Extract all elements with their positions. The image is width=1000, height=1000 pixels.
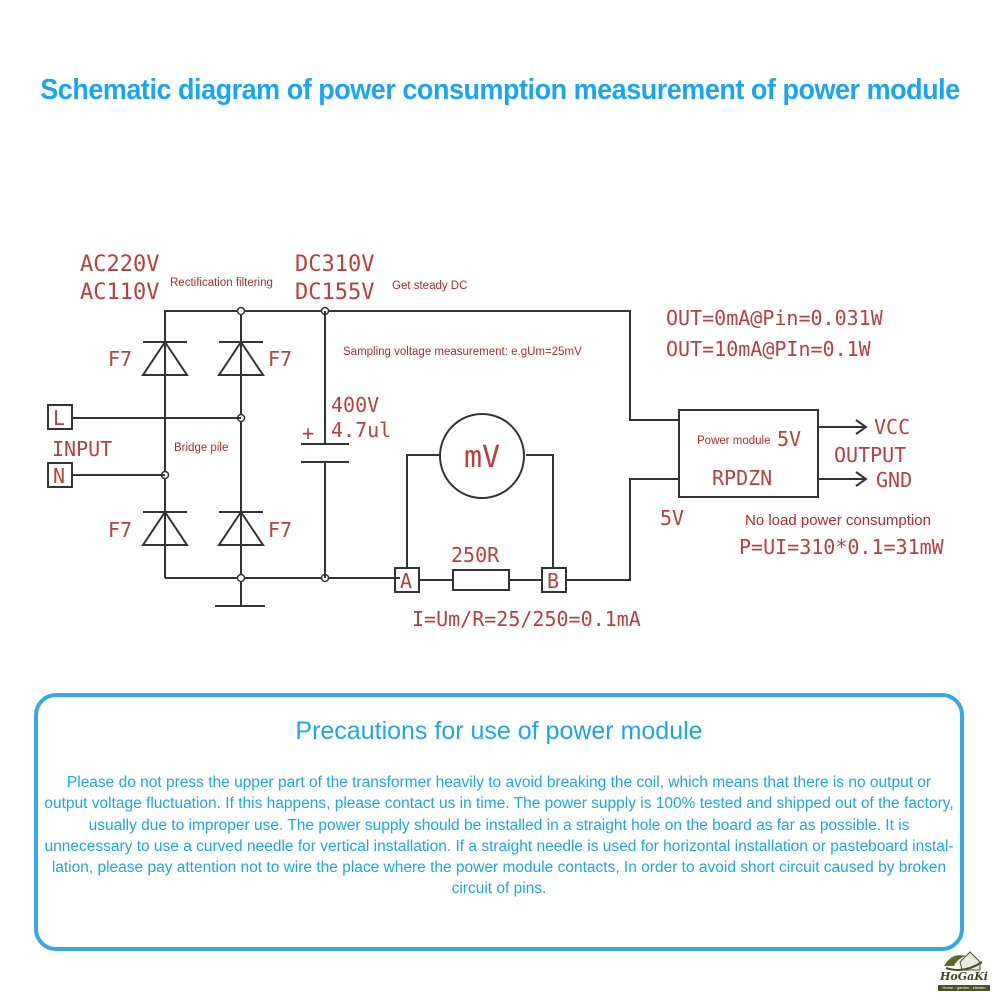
no-load-note: No load power consumption: [745, 512, 931, 529]
dc310v-label: DC310V: [295, 252, 374, 277]
precautions-body: Please do not press the upper part of th…: [44, 774, 954, 898]
capacitor-capacitance: 4.7ul: [331, 418, 391, 442]
bridge-rectifier: F7 F7 F7 F7 Bridge pile: [108, 306, 680, 607]
diode-label: F7: [268, 518, 292, 542]
rectification-note: Rectification filtering: [170, 277, 273, 289]
diode-bottom-left: [141, 510, 189, 546]
power-module: Power module 5V RPDZN VCC OUTPUT GND: [678, 409, 912, 498]
diode-bottom-right: [217, 510, 265, 546]
output-label: OUTPUT: [834, 443, 906, 467]
leaf-house-icon: [944, 951, 983, 971]
terminal-a-label: A: [400, 569, 412, 593]
measurement-circuit: A 250R B mV I=Um/R=25/250=0.1mA: [394, 413, 680, 631]
junction-node: [236, 306, 246, 316]
capacitor-voltage: 400V: [331, 393, 379, 417]
steady-dc-note: Get steady DC: [392, 280, 467, 292]
ac110v-label: AC110V: [80, 280, 159, 305]
logo-name: HoGaKi: [940, 970, 988, 983]
current-formula: I=Um/R=25/250=0.1mA: [412, 607, 641, 631]
resistor: [452, 569, 510, 591]
top-rail-wire: [164, 310, 680, 421]
millivoltmeter: [439, 413, 525, 499]
dc155v-label: DC155V: [295, 280, 374, 305]
diode-label: F7: [108, 347, 132, 371]
precautions-title: Precautions for use of power module: [295, 717, 703, 745]
input-terminals: L INPUT N: [47, 404, 241, 488]
arrow-right-icon: [855, 419, 868, 435]
diode-label: F7: [268, 347, 292, 371]
power-formula: P=UI=310*0.1=31mW: [739, 535, 945, 559]
vcc-label: VCC: [874, 415, 910, 439]
terminal-l-label: L: [53, 406, 65, 430]
reading-no-load: OUT=0mA@Pin=0.031W: [666, 306, 884, 330]
sampling-note: Sampling voltage measurement: e.gUm=25mV: [343, 346, 582, 358]
schematic-diagram: AC220V AC110V Rectification filtering DC…: [47, 252, 945, 631]
logo-tagline: Home - garden - kitchen: [938, 985, 990, 991]
capacitor-plus: +: [302, 421, 314, 445]
module-name: RPDZN: [712, 466, 772, 490]
precautions-panel: Precautions for use of power module Plea…: [34, 693, 964, 951]
diode-top-left: [141, 340, 189, 376]
bridge-note: Bridge pile: [174, 442, 228, 454]
page-title: Schematic diagram of power consumption m…: [40, 74, 960, 106]
brand-logo: HoGaKi Home - garden - kitchen: [936, 948, 992, 996]
resistor-label: 250R: [451, 543, 500, 567]
module-note: Power module: [697, 435, 771, 447]
terminal-n-label: N: [53, 464, 65, 488]
output-voltage-label: 5V: [660, 506, 684, 530]
arrow-right-icon: [855, 471, 868, 487]
junction-node: [236, 573, 246, 583]
power-module-box: [678, 409, 819, 498]
input-label: INPUT: [52, 437, 112, 461]
reading-10ma: OUT=10mA@PIn=0.1W: [666, 337, 872, 361]
diode-label: F7: [108, 518, 132, 542]
diode-top-right: [217, 340, 265, 376]
terminal-b-label: B: [547, 569, 559, 593]
module-voltage: 5V: [777, 427, 801, 451]
gnd-label: GND: [876, 468, 912, 492]
capacitor: + 400V 4.7ul: [301, 311, 391, 578]
meter-label: mV: [464, 440, 500, 475]
ac220v-label: AC220V: [80, 252, 159, 277]
